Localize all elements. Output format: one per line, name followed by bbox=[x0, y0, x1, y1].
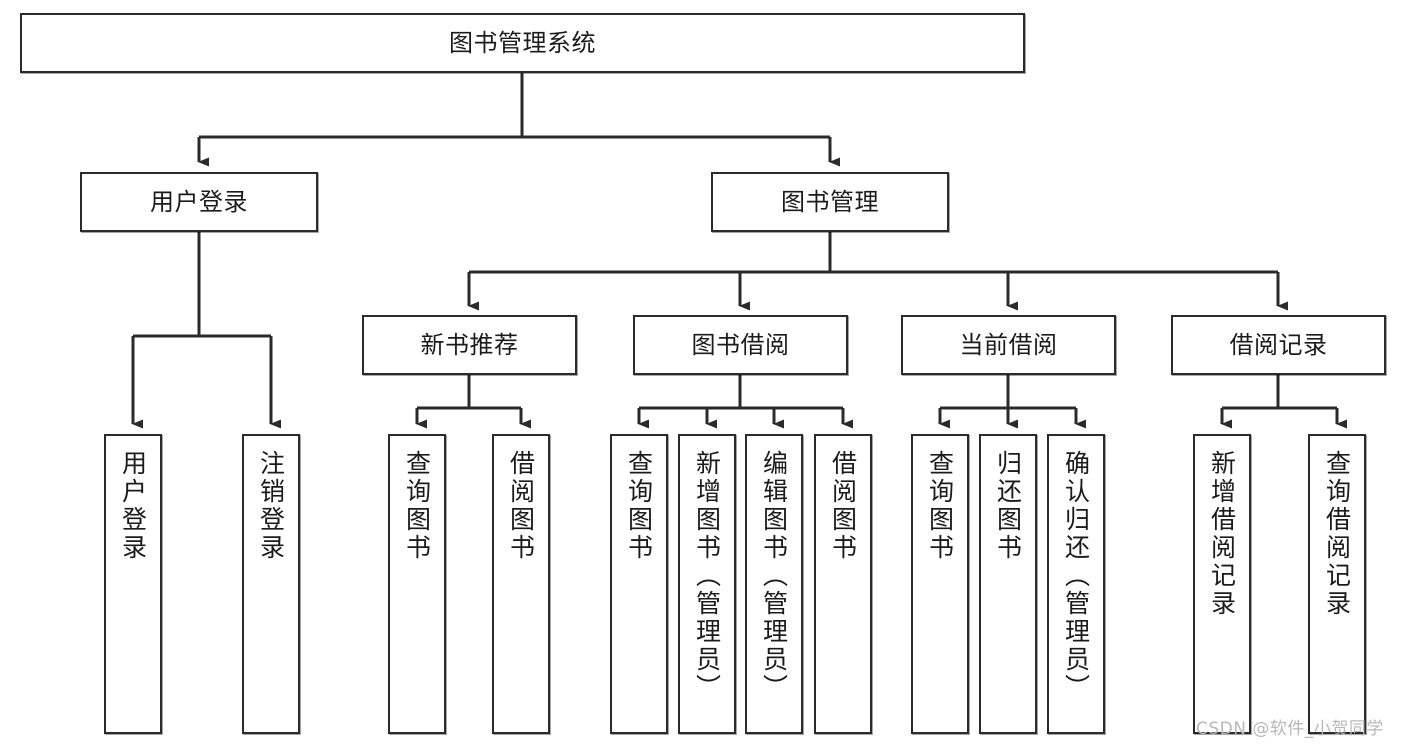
node-leaf-add-record-label: 新增借阅记录 bbox=[1207, 450, 1237, 618]
node-book-borrow[interactable]: 图书借阅 bbox=[633, 315, 848, 375]
node-leaf-query-book-2-label: 查询图书 bbox=[624, 450, 654, 562]
node-leaf-borrow-book-2[interactable]: 借阅图书 bbox=[814, 434, 872, 734]
node-leaf-edit-book-label: 编辑图书（管理员） bbox=[759, 450, 789, 702]
csdn-watermark: CSDN @软件_小贺同学 bbox=[1196, 719, 1384, 739]
node-leaf-borrow-book-1-label: 借阅图书 bbox=[506, 450, 536, 562]
node-leaf-add-book[interactable]: 新增图书（管理员） bbox=[678, 434, 736, 734]
node-leaf-confirm-return[interactable]: 确认归还（管理员） bbox=[1047, 434, 1105, 734]
node-current-borrow-label: 当前借阅 bbox=[959, 330, 1058, 359]
node-leaf-query-book-3-label: 查询图书 bbox=[925, 450, 955, 562]
node-book-manage[interactable]: 图书管理 bbox=[711, 172, 949, 232]
node-borrow-record-label: 借阅记录 bbox=[1229, 330, 1328, 359]
node-leaf-add-book-label: 新增图书（管理员） bbox=[692, 450, 722, 702]
node-leaf-query-book-3[interactable]: 查询图书 bbox=[911, 434, 969, 734]
node-leaf-borrow-book-1[interactable]: 借阅图书 bbox=[492, 434, 550, 734]
node-root-label: 图书管理系统 bbox=[449, 28, 596, 57]
node-leaf-query-book-2[interactable]: 查询图书 bbox=[610, 434, 668, 734]
node-leaf-user-login[interactable]: 用户登录 bbox=[104, 434, 162, 734]
node-current-borrow[interactable]: 当前借阅 bbox=[901, 315, 1116, 375]
node-leaf-logout[interactable]: 注销登录 bbox=[242, 434, 300, 734]
node-new-book-rec-label: 新书推荐 bbox=[420, 330, 519, 359]
node-borrow-record[interactable]: 借阅记录 bbox=[1171, 315, 1386, 375]
node-user-login-label: 用户登录 bbox=[150, 187, 248, 216]
node-book-borrow-label: 图书借阅 bbox=[691, 330, 790, 359]
node-book-manage-label: 图书管理 bbox=[781, 187, 879, 216]
node-leaf-edit-book[interactable]: 编辑图书（管理员） bbox=[745, 434, 803, 734]
node-leaf-logout-label: 注销登录 bbox=[256, 450, 286, 562]
node-leaf-add-record[interactable]: 新增借阅记录 bbox=[1193, 434, 1251, 734]
node-leaf-query-record-label: 查询借阅记录 bbox=[1322, 450, 1352, 618]
node-leaf-return-book[interactable]: 归还图书 bbox=[979, 434, 1037, 734]
node-leaf-query-record[interactable]: 查询借阅记录 bbox=[1308, 434, 1366, 734]
node-leaf-query-book-1[interactable]: 查询图书 bbox=[388, 434, 446, 734]
node-leaf-confirm-return-label: 确认归还（管理员） bbox=[1061, 450, 1091, 702]
node-user-login[interactable]: 用户登录 bbox=[80, 172, 318, 232]
node-leaf-query-book-1-label: 查询图书 bbox=[402, 450, 432, 562]
node-leaf-return-book-label: 归还图书 bbox=[993, 450, 1023, 562]
node-leaf-user-login-label: 用户登录 bbox=[118, 450, 148, 562]
node-root[interactable]: 图书管理系统 bbox=[20, 13, 1025, 73]
node-new-book-rec[interactable]: 新书推荐 bbox=[362, 315, 577, 375]
node-leaf-borrow-book-2-label: 借阅图书 bbox=[828, 450, 858, 562]
